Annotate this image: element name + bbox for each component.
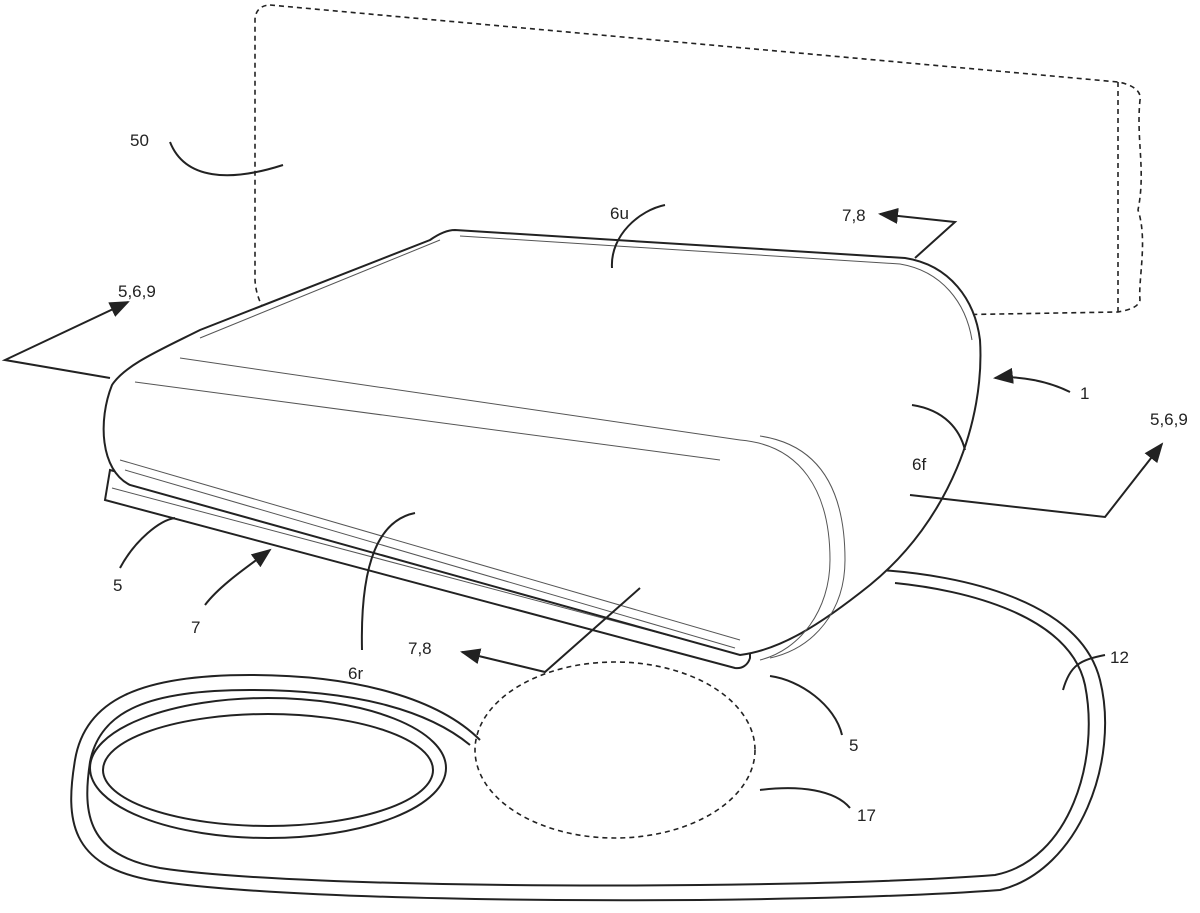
label-6r: 6r	[348, 664, 363, 683]
label-6u: 6u	[610, 204, 629, 223]
label-7-8-bottom: 7,8	[408, 639, 432, 658]
region-17-outline	[474, 661, 756, 839]
section-line-top	[878, 207, 958, 259]
label-1: 1	[1080, 384, 1089, 403]
cord-loop	[70, 569, 1107, 902]
small-cord-oval	[89, 697, 447, 839]
label-5-6-9-right: 5,6,9	[1150, 410, 1188, 429]
label-5-6-9-left: 5,6,9	[118, 282, 156, 301]
label-6f: 6f	[912, 455, 926, 474]
label-50: 50	[130, 131, 149, 150]
label-7-8-top: 7,8	[842, 206, 866, 225]
section-line-left	[1, 301, 130, 379]
label-17: 17	[857, 806, 876, 825]
section-line-right	[909, 442, 1164, 519]
label-5-right: 5	[849, 736, 858, 755]
label-12: 12	[1110, 648, 1129, 667]
ghost-pillow-outline	[254, 4, 1144, 327]
label-5-left: 5	[113, 576, 122, 595]
pillow-body	[102, 228, 982, 657]
label-7: 7	[191, 618, 200, 637]
section-line-bottom	[460, 587, 641, 674]
